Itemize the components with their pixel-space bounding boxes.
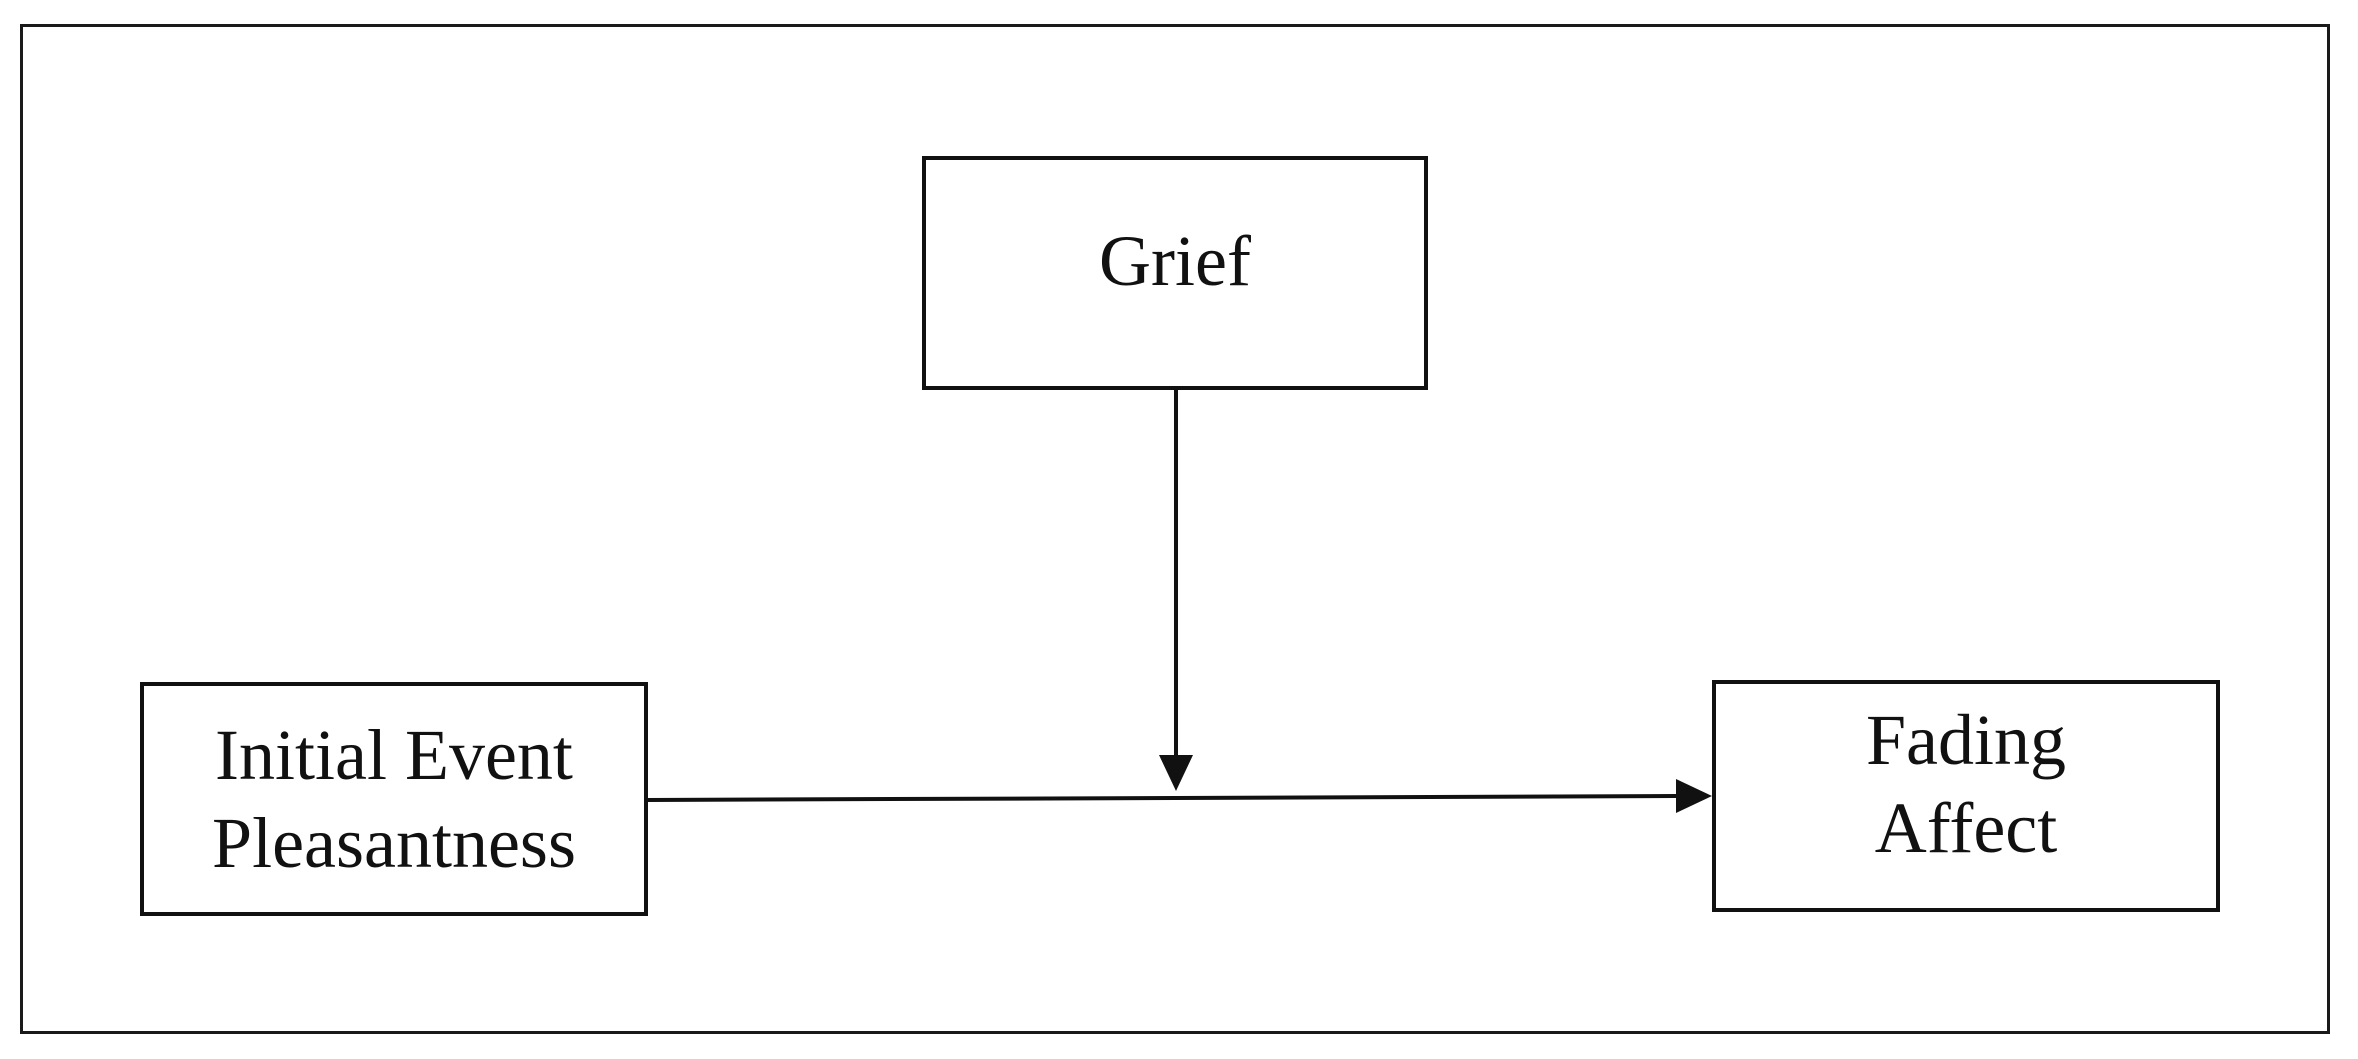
grief-label: Grief (1099, 221, 1251, 301)
initial-event-pleasantness-label: Initial Event Pleasantness (212, 715, 576, 883)
grief-node: Grief (922, 156, 1428, 390)
moderation-arrowhead (1159, 755, 1193, 791)
figure-frame (20, 24, 2330, 1034)
direct-effect-arrowhead (1676, 779, 1712, 813)
fading-affect-node: Fading Affect (1712, 680, 2220, 912)
fading-affect-label: Fading Affect (1865, 700, 2066, 868)
direct-effect-arrow-line (647, 794, 1677, 802)
initial-event-pleasantness-node: Initial Event Pleasantness (140, 682, 648, 916)
